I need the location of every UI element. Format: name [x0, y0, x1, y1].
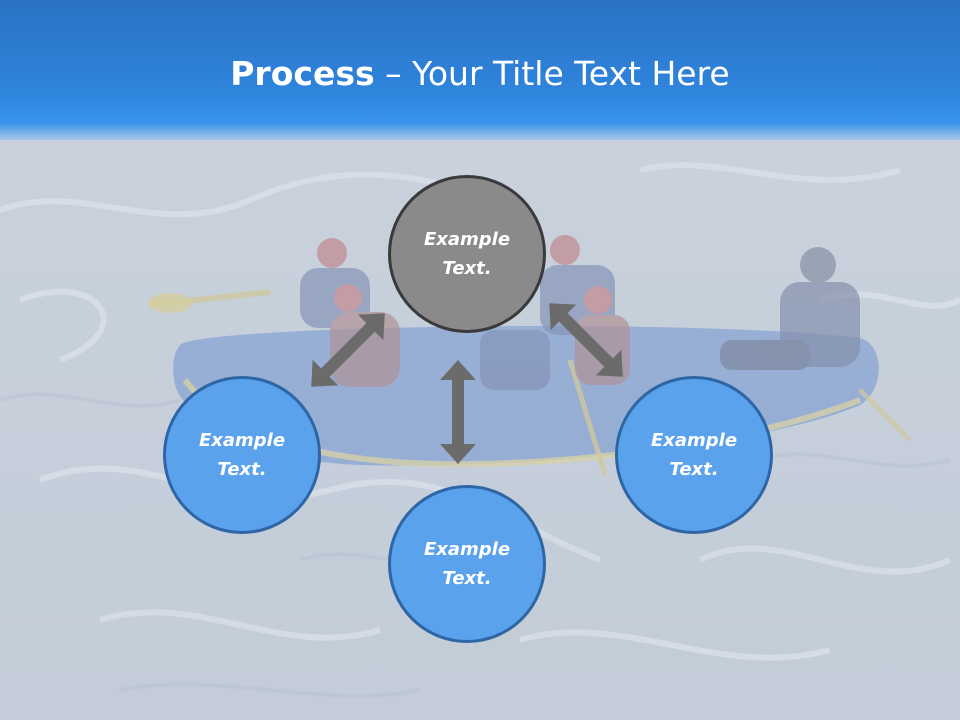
title-bold: Process [230, 54, 375, 93]
slide-title: Process – Your Title Text Here [0, 52, 960, 96]
node-center-label: Example Text. [423, 229, 511, 279]
title-band [0, 0, 960, 140]
arrow-center-right [549, 303, 623, 377]
node-bottom: Example Text. [388, 485, 546, 643]
arrow-center-left [311, 313, 385, 387]
node-center: Example Text. [388, 175, 546, 333]
node-bottom-label: Example Text. [423, 539, 511, 589]
node-left: Example Text. [163, 376, 321, 534]
node-right-label: Example Text. [650, 430, 738, 480]
node-right: Example Text. [615, 376, 773, 534]
title-rest: – Your Title Text Here [374, 54, 730, 93]
node-left-label: Example Text. [198, 430, 286, 480]
arrow-center-bottom [440, 360, 476, 464]
